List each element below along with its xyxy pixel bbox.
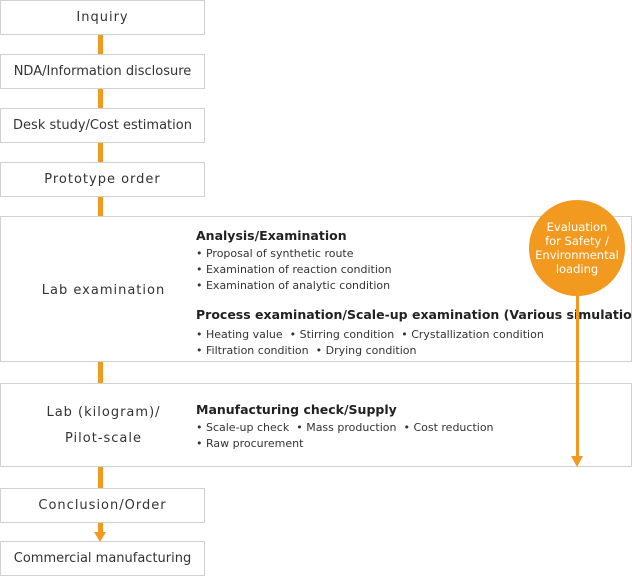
- process-item: • Crystallization condition: [401, 328, 544, 341]
- connector-2: [98, 88, 103, 109]
- analysis-item: • Examination of reaction condition: [196, 263, 392, 276]
- step-inquiry: Inquiry: [0, 0, 205, 35]
- manufacturing-item: • Cost reduction: [403, 421, 494, 434]
- step-lab-examination: Lab examination: [41, 283, 166, 298]
- process-row-1: • Heating value • Stirring condition • Cry…: [196, 328, 544, 341]
- step-commercial-manufacturing: Commercial manufacturing: [0, 541, 205, 576]
- step-nda: NDA/Information disclosure: [0, 54, 205, 89]
- connector-4: [98, 196, 103, 217]
- evaluation-arrow-head-icon: [571, 456, 583, 467]
- arrow-down-icon: [94, 532, 106, 542]
- manufacturing-row-1: • Scale-up check • Mass production • Cost …: [196, 421, 494, 434]
- manufacturing-item: • Raw procurement: [196, 437, 304, 450]
- connector-3: [98, 142, 103, 163]
- step-desk-study: Desk study/Cost estimation: [0, 108, 205, 143]
- lab-kilogram-line: Lab (kilogram)/: [46, 405, 161, 420]
- analysis-item: • Examination of analytic condition: [196, 279, 391, 292]
- manufacturing-item: • Mass production: [296, 421, 397, 434]
- process-item: • Filtration condition: [196, 344, 309, 357]
- step-conclusion-order: Conclusion/Order: [0, 488, 205, 523]
- analysis-title: Analysis/Examination: [196, 228, 347, 243]
- manufacturing-title: Manufacturing check/Supply: [196, 402, 397, 417]
- connector-1: [98, 34, 103, 55]
- step-lab-kilogram-label: Lab (kilogram)/ Pilot-scale: [1, 400, 206, 452]
- evaluation-line: loading: [555, 262, 599, 276]
- process-row-2: • Filtration condition • Drying condition: [196, 344, 417, 357]
- evaluation-line: for Safety /: [545, 234, 609, 248]
- pilot-scale-box: Lab (kilogram)/ Pilot-scale Manufacturin…: [0, 383, 632, 467]
- pilot-scale-line: Pilot-scale: [64, 431, 142, 446]
- analysis-item: • Proposal of synthetic route: [196, 247, 354, 260]
- process-item: • Drying condition: [315, 344, 417, 357]
- lab-examination-box: Lab examination Analysis/Examination • P…: [0, 216, 632, 362]
- evaluation-arrow-line: [576, 296, 579, 456]
- process-item: • Heating value: [196, 328, 283, 341]
- connector-5: [98, 361, 103, 384]
- manufacturing-row-2: • Raw procurement: [196, 437, 303, 450]
- evaluation-line: Evaluation: [546, 220, 608, 234]
- connector-6: [98, 467, 103, 489]
- process-title: Process examination/Scale-up examination…: [196, 307, 632, 322]
- process-item: • Stirring condition: [289, 328, 395, 341]
- manufacturing-item: • Scale-up check: [196, 421, 290, 434]
- evaluation-line: Environmental: [535, 248, 619, 262]
- evaluation-circle: Evaluation for Safety / Environmental lo…: [529, 200, 625, 296]
- step-prototype-order: Prototype order: [0, 162, 205, 197]
- connector-7: [98, 521, 103, 533]
